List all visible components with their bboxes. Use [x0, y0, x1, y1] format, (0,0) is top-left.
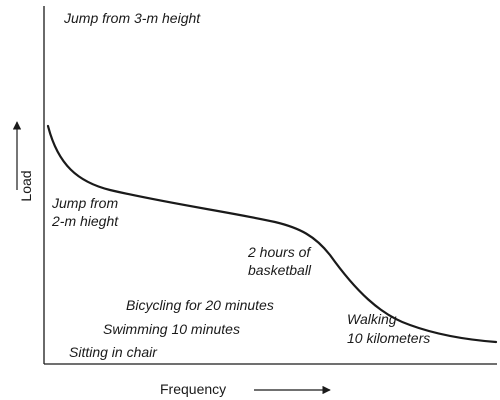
y-axis-label: Load: [18, 170, 34, 202]
annotation-walking-line1: Walking: [347, 311, 397, 327]
annotation-sitting: Sitting in chair: [69, 344, 157, 360]
annotation-jump-3m: Jump from 3-m height: [64, 10, 201, 26]
annotation-walking-line2: 10 kilometers: [347, 330, 431, 346]
annotation-basketball-line1: 2 hours of: [248, 244, 311, 260]
load-frequency-curve: [46, 124, 498, 344]
annotation-swimming: Swimming 10 minutes: [103, 321, 240, 337]
annotation-basketball-line2: basketball: [248, 262, 312, 278]
x-axis-label: Frequency: [160, 381, 227, 397]
annotation-jump-2m-line2: 2-m hieght: [52, 213, 119, 229]
annotation-jump-2m-line1: Jump from: [52, 195, 119, 211]
annotation-bicycling: Bicycling for 20 minutes: [126, 297, 274, 313]
